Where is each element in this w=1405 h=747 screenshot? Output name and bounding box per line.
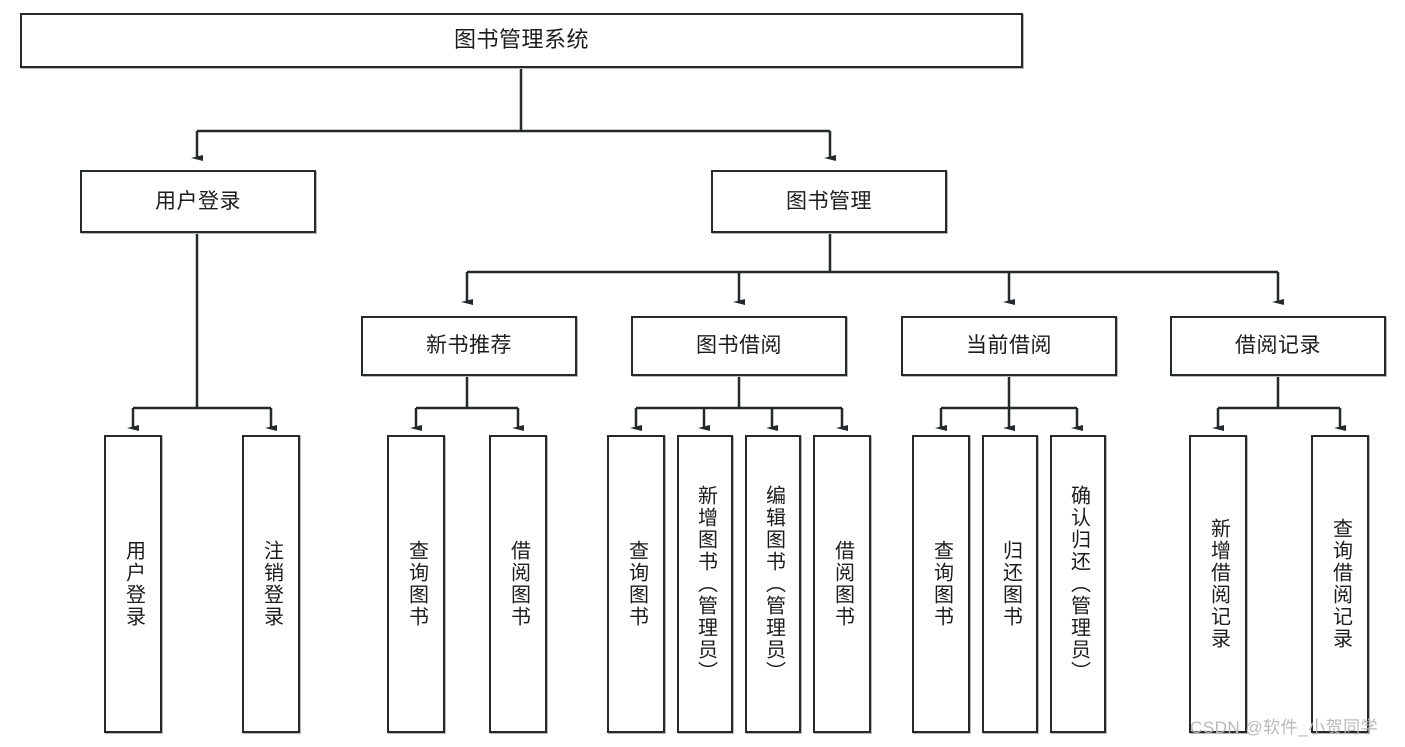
node-label: 图书管理系统: [453, 27, 589, 53]
node-label: 查询图书: [930, 540, 953, 628]
leaf-book-borrow-add[interactable]: 新增图书（管理员）: [677, 435, 733, 733]
leaf-new-book-query[interactable]: 查询图书: [387, 435, 445, 733]
node-label: 查询借阅记录: [1329, 518, 1352, 650]
node-label: 借阅图书: [507, 540, 530, 628]
node-new-book-recommend[interactable]: 新书推荐: [361, 316, 577, 376]
node-root-book-management-system[interactable]: 图书管理系统: [20, 13, 1023, 68]
leaf-current-borrow-return[interactable]: 归还图书: [982, 435, 1038, 733]
edges-bookborrow-to-leaves: [630, 376, 848, 431]
node-label: 新书推荐: [426, 334, 512, 358]
node-label: 新增借阅记录: [1207, 518, 1230, 650]
edges-borrowrecord-to-leaves: [1212, 376, 1346, 431]
leaf-new-book-borrow[interactable]: 借阅图书: [489, 435, 547, 733]
edges-newbook-to-leaves: [410, 376, 524, 431]
node-current-borrow[interactable]: 当前借阅: [901, 316, 1117, 376]
node-label: 图书借阅: [696, 334, 782, 358]
node-label: 查询图书: [625, 540, 648, 628]
leaf-book-borrow-edit[interactable]: 编辑图书（管理员）: [745, 435, 801, 733]
leaf-borrow-record-query[interactable]: 查询借阅记录: [1311, 435, 1369, 733]
leaf-current-borrow-query[interactable]: 查询图书: [912, 435, 970, 733]
node-borrow-record[interactable]: 借阅记录: [1170, 316, 1386, 376]
csdn-watermark: CSDN @软件_小贺同学: [1190, 718, 1379, 737]
node-label: 确认归还（管理员）: [1067, 485, 1090, 683]
node-label: 借阅图书: [831, 540, 854, 628]
node-label: 图书管理: [786, 189, 872, 213]
edges-bookmgmt-to-level3: [461, 233, 1284, 305]
node-label: 用户登录: [155, 189, 241, 213]
leaf-user-login-signout[interactable]: 注销登录: [242, 435, 300, 733]
node-label: 用户登录: [122, 540, 145, 628]
leaf-book-borrow-borrow[interactable]: 借阅图书: [813, 435, 871, 733]
node-user-login[interactable]: 用户登录: [80, 170, 316, 233]
edges-root-to-level2: [191, 68, 836, 161]
node-label: 当前借阅: [966, 334, 1052, 358]
leaf-user-login-signin[interactable]: 用户登录: [104, 435, 162, 733]
node-label: 编辑图书（管理员）: [762, 485, 785, 683]
leaf-current-borrow-confirm-return[interactable]: 确认归还（管理员）: [1050, 435, 1106, 733]
leaf-book-borrow-query[interactable]: 查询图书: [607, 435, 665, 733]
node-book-borrow[interactable]: 图书借阅: [631, 316, 847, 376]
node-label: 新增图书（管理员）: [694, 485, 717, 683]
leaf-borrow-record-add[interactable]: 新增借阅记录: [1189, 435, 1247, 733]
node-label: 查询图书: [405, 540, 428, 628]
edges-currentborrow-to-leaves: [935, 376, 1083, 431]
node-label: 注销登录: [260, 540, 283, 628]
node-label: 借阅记录: [1235, 334, 1321, 358]
node-book-management[interactable]: 图书管理: [711, 170, 947, 233]
edges-userlogin-to-leaves: [127, 233, 277, 431]
node-label: 归还图书: [999, 540, 1022, 628]
